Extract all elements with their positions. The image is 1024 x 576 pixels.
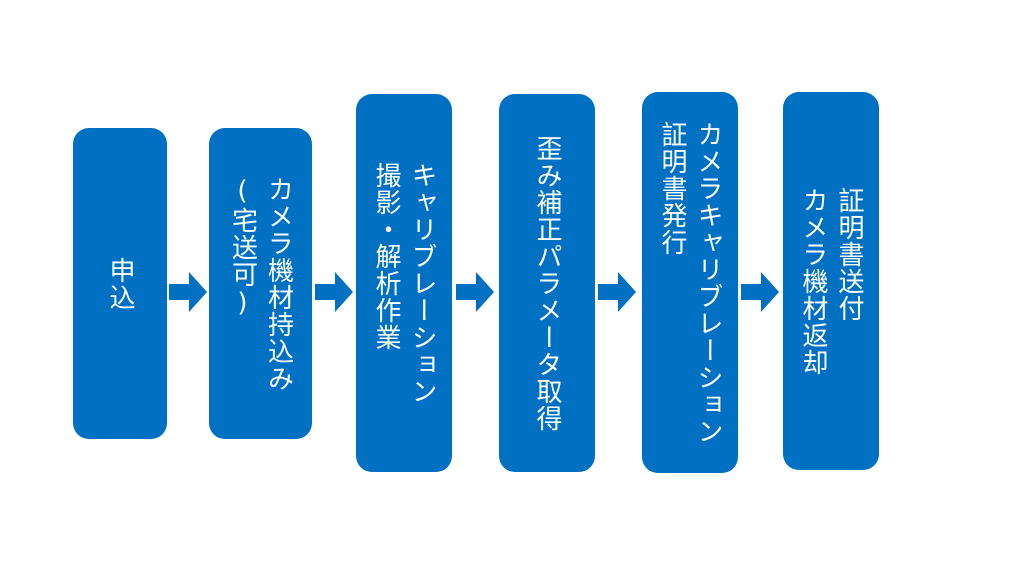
step-distortion-parameters: 歪み補正パラメータ取得 (499, 94, 595, 472)
step-line: カメラ機材持込み (263, 175, 294, 392)
step-application: 申込 (73, 128, 167, 439)
step-camera-delivery: カメラ機材持込み (宅送可) (209, 128, 312, 439)
step-line: 証明書送付 (834, 186, 864, 322)
arrow-right-icon (741, 272, 779, 312)
step-application-label: 申込 (102, 257, 138, 311)
step-calibration-shooting-label: キャリブレーション 撮影・解析作業 (368, 162, 440, 405)
arrow-right-icon (598, 272, 636, 312)
step-line: 歪み補正パラメータ取得 (532, 134, 562, 432)
step-line: (宅送可) (227, 175, 258, 319)
arrow-right-icon (315, 272, 353, 312)
step-line: 申込 (105, 256, 135, 311)
step-certificate-return: 証明書送付 カメラ機材返却 (783, 92, 879, 470)
step-distortion-parameters-label: 歪み補正パラメータ取得 (529, 135, 565, 432)
step-line: 証明書発行 (657, 120, 687, 256)
step-certificate-issue-label: カメラキャリブレーション 証明書発行 (654, 121, 726, 445)
step-calibration-shooting: キャリブレーション 撮影・解析作業 (356, 94, 452, 472)
step-line: カメラキャリブレーション (693, 120, 723, 445)
arrow-right-icon (169, 272, 207, 312)
step-certificate-return-label: 証明書送付 カメラ機材返却 (795, 187, 867, 376)
step-line: カメラ機材返却 (798, 186, 828, 376)
step-line: 撮影・解析作業 (371, 161, 401, 351)
step-line: キャリブレーション (407, 161, 437, 405)
arrow-right-icon (456, 272, 494, 312)
step-camera-delivery-label: カメラ機材持込み (宅送可) (225, 176, 297, 392)
step-certificate-issue: カメラキャリブレーション 証明書発行 (642, 92, 738, 473)
